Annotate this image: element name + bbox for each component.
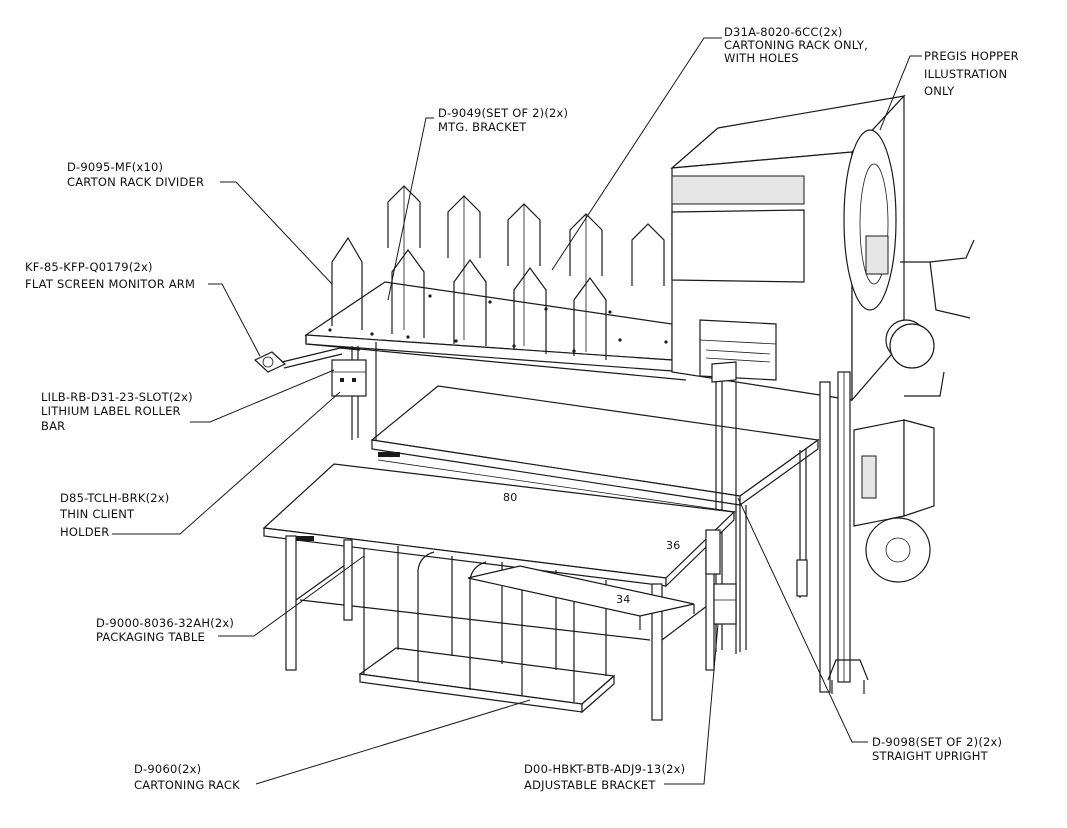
pregis-hopper [670,94,975,402]
callout-packaging-table: D-9000-8036-32AH(2x) PACKAGING TABLE [96,616,234,644]
callout-pregis-hopper: PREGIS HOPPER ILLUSTRATION ONLY [924,49,1019,98]
cartoning-rack [358,546,695,714]
callout-mtg-bracket: D-9049(SET OF 2)(2x) MTG. BRACKET [438,106,568,134]
monitor-arm [253,347,361,373]
callout-line: THIN CLIENT [59,507,135,521]
dimension-width: 36 [666,539,680,552]
callout-line: BAR [41,419,65,433]
adjustable-bracket [705,529,737,625]
dimension-length: 80 [503,491,517,504]
callout-line: D-9049(SET OF 2)(2x) [438,106,568,120]
straight-upright [819,371,869,694]
callout-line: D31A-8020-6CC(2x) [724,25,843,39]
label-printer [853,323,945,583]
callout-thin-client-holder: D85-TCLH-BRK(2x) THIN CLIENT HOLDER [59,491,169,539]
callout-line: D-9095-MF(x10) [67,160,163,174]
callout-cartoning-rack: D-9060(2x) CARTONING RACK [134,762,240,792]
callout-line: CARTON RACK DIVIDER [67,175,204,189]
upper-shelf [304,281,737,654]
back-table [370,385,820,652]
packaging-table [262,463,736,721]
callout-line: LITHIUM LABEL ROLLER [41,404,181,418]
callout-line: STRAIGHT UPRIGHT [872,749,989,763]
callout-line: ADJUSTABLE BRACKET [524,778,656,792]
callout-line: KF-85-KFP-Q0179(2x) [25,260,153,274]
callout-label-roller-bar: LILB-RB-D31-23-SLOT(2x) LITHIUM LABEL RO… [41,390,193,433]
callout-line: FLAT SCREEN MONITOR ARM [25,277,195,291]
callout-line: WITH HOLES [724,51,799,65]
callout-line: D85-TCLH-BRK(2x) [60,491,169,505]
dimension-height: 34 [616,593,630,606]
callout-line: D-9000-8036-32AH(2x) [96,616,234,630]
callout-line: D-9098(SET OF 2)(2x) [872,735,1002,749]
thin-client-holder [331,359,737,397]
callout-line: MTG. BRACKET [438,120,527,134]
callout-line: D00-HBKT-BTB-ADJ9-13(2x) [524,762,685,776]
callout-line: CARTONING RACK [134,778,240,792]
callout-carton-rack-divider: D-9095-MF(x10) CARTON RACK DIVIDER [67,160,204,189]
callout-straight-upright: D-9098(SET OF 2)(2x) STRAIGHT UPRIGHT [872,735,1002,763]
callout-monitor-arm: KF-85-KFP-Q0179(2x) FLAT SCREEN MONITOR … [25,260,195,291]
callout-line: LILB-RB-D31-23-SLOT(2x) [41,390,193,404]
callout-line: PREGIS HOPPER [924,49,1019,63]
callout-line: HOLDER [60,525,109,539]
callout-adjustable-bracket: D00-HBKT-BTB-ADJ9-13(2x) ADJUSTABLE BRAC… [524,762,685,792]
callout-line: ONLY [924,84,955,98]
leader-lines [112,37,922,785]
callout-line: D-9060(2x) [134,762,201,776]
callout-line: CARTONING RACK ONLY, [724,38,868,52]
callout-cartoning-rack-only: D31A-8020-6CC(2x) CARTONING RACK ONLY, W… [724,25,868,65]
callout-line: ILLUSTRATION [924,67,1007,81]
callout-line: PACKAGING TABLE [96,630,205,644]
